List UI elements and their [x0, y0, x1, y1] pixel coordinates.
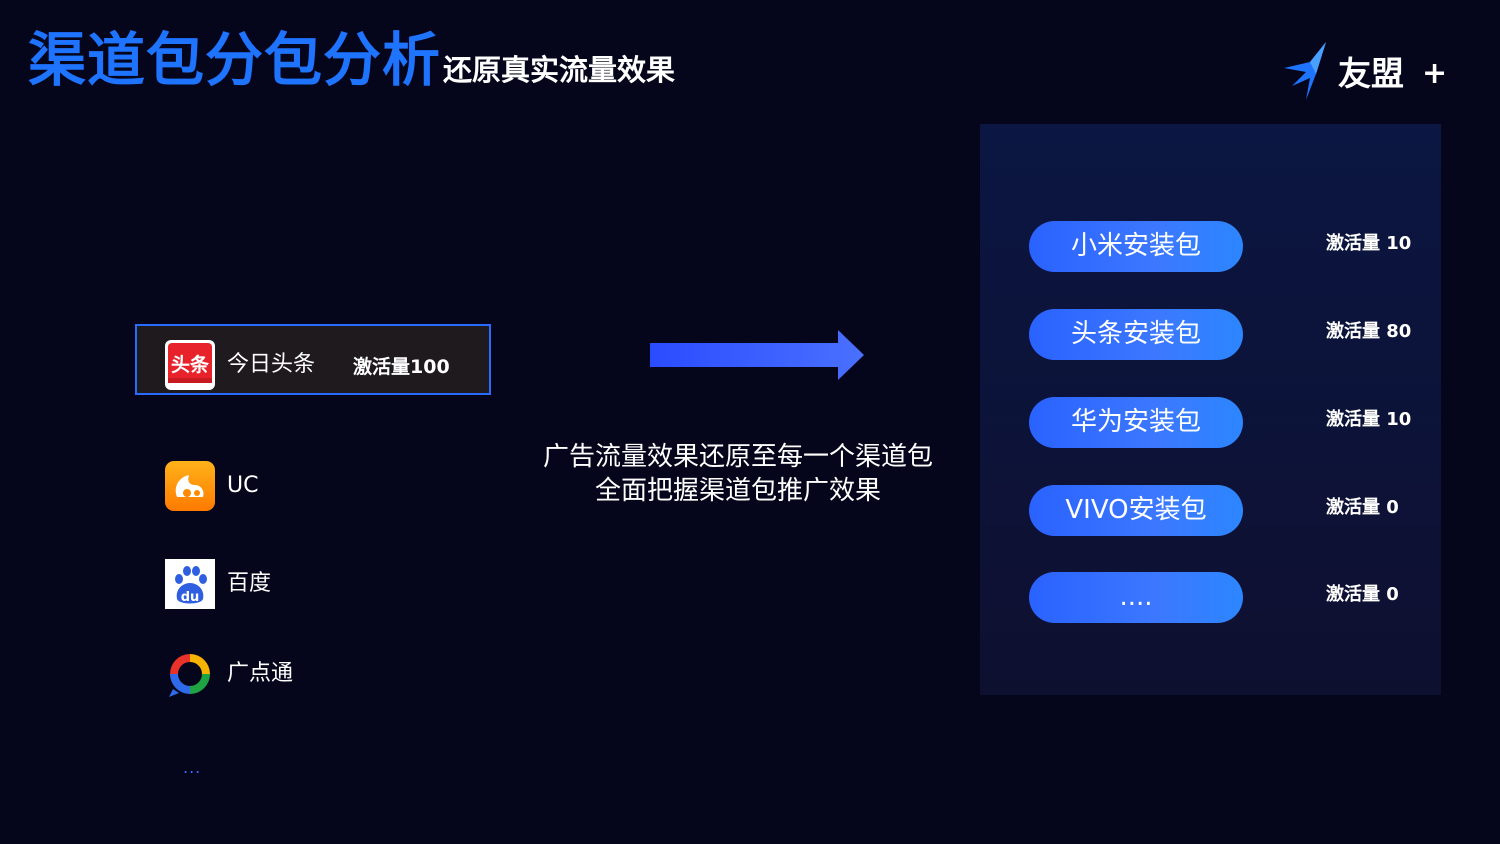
sources-more-indicator: ... — [183, 758, 202, 777]
source-activation-count: 激活量100 — [353, 356, 450, 378]
svg-text:du: du — [181, 590, 200, 605]
source-label: 广点通 — [227, 661, 294, 686]
package-activation-count: 激活量 0 — [1326, 497, 1399, 518]
package-activation-count: 激活量 0 — [1326, 584, 1399, 605]
guangdiantong-ring-icon — [165, 649, 215, 699]
baidu-paw-icon: du — [165, 559, 215, 609]
page-title: 渠道包分包分析 — [28, 26, 442, 94]
arrow-right-icon — [650, 330, 864, 380]
source-label: 百度 — [227, 571, 272, 596]
package-activation-count: 激活量 10 — [1326, 233, 1412, 254]
youmeng-logo: 友盟 + — [1280, 40, 1460, 104]
toutiao-app-icon: 头条 — [165, 340, 215, 390]
source-label: 今日头条 — [227, 352, 316, 377]
source-label: UC — [227, 473, 259, 498]
package-activation-count: 激活量 10 — [1326, 409, 1412, 430]
flow-description: 广告流量效果还原至每一个渠道包 全面把握渠道包推广效果 — [520, 440, 956, 508]
page-subtitle: 还原真实流量效果 — [443, 53, 676, 87]
package-button-toutiao[interactable]: 头条安装包 — [1029, 309, 1243, 360]
uc-browser-icon — [165, 461, 215, 511]
logo-text: 友盟 — [1338, 54, 1404, 93]
package-button-huawei[interactable]: 华为安装包 — [1029, 397, 1243, 448]
package-button-vivo[interactable]: VIVO安装包 — [1029, 485, 1243, 536]
package-button-xiaomi[interactable]: 小米安装包 — [1029, 221, 1243, 272]
logo-plus: + — [1422, 56, 1448, 91]
svg-text:头条: 头条 — [171, 353, 210, 376]
description-line-1: 广告流量效果还原至每一个渠道包 — [542, 442, 933, 472]
youmeng-bird-icon — [1284, 42, 1326, 100]
package-activation-count: 激活量 80 — [1326, 321, 1412, 342]
description-line-2: 全面把握渠道包推广效果 — [594, 476, 881, 506]
package-button-more[interactable]: .... — [1029, 572, 1243, 623]
